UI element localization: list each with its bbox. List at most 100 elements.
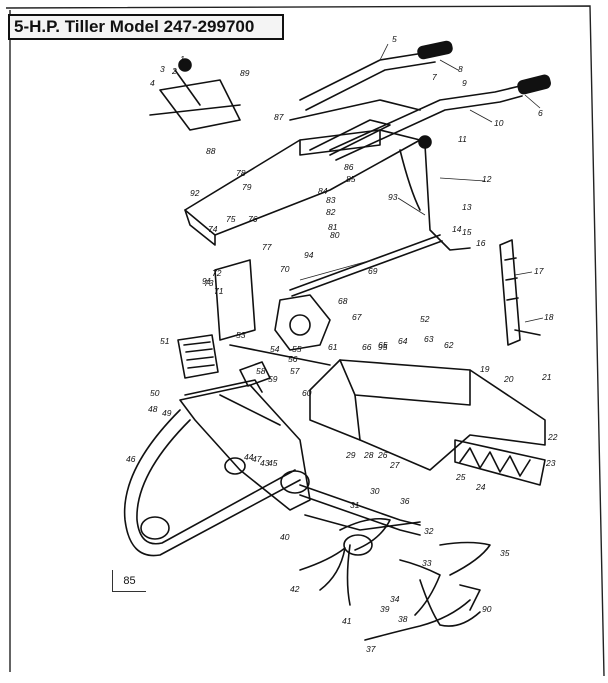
part-callout-85: 85 bbox=[346, 174, 356, 184]
mounting-bracket bbox=[214, 259, 331, 366]
part-callout-29: 29 bbox=[345, 450, 356, 460]
part-callout-25: 25 bbox=[455, 472, 466, 482]
part-callout-83: 83 bbox=[326, 195, 336, 205]
part-callout-61: 61 bbox=[328, 342, 338, 352]
part-callout-30: 30 bbox=[370, 486, 380, 496]
part-callout-57: 57 bbox=[290, 366, 300, 376]
part-callout-39: 39 bbox=[380, 604, 390, 614]
part-callout-2: 2 bbox=[171, 66, 177, 76]
part-callout-35: 35 bbox=[500, 548, 510, 558]
tine-assembly bbox=[299, 517, 491, 641]
part-callout-76: 76 bbox=[248, 214, 258, 224]
part-callout-16: 16 bbox=[476, 238, 486, 248]
part-callout-37: 37 bbox=[366, 644, 376, 654]
part-callout-73: 73 bbox=[204, 278, 214, 288]
tine-shield bbox=[309, 359, 546, 486]
part-callout-43: 43 bbox=[260, 458, 270, 468]
part-callout-71: 71 bbox=[214, 286, 224, 296]
tine-axle bbox=[299, 484, 421, 536]
part-callout-91: 91 bbox=[202, 276, 212, 286]
part-callout-67: 67 bbox=[352, 312, 362, 322]
part-callout-65: 65 bbox=[378, 340, 388, 350]
part-callout-86: 86 bbox=[344, 162, 354, 172]
clutch-pad bbox=[177, 334, 219, 379]
diagram-title: 5-H.P. Tiller Model 247-299700 bbox=[8, 14, 284, 40]
part-callout-6: 6 bbox=[538, 108, 543, 118]
part-callout-46: 46 bbox=[126, 454, 136, 464]
part-callout-28: 28 bbox=[363, 450, 374, 460]
part-callout-54: 54 bbox=[270, 344, 280, 354]
part-callout-79: 79 bbox=[242, 182, 252, 192]
part-callout-82: 82 bbox=[326, 207, 336, 217]
part-callout-7: 7 bbox=[432, 72, 437, 82]
part-callout-52: 52 bbox=[420, 314, 430, 324]
part-callout-41: 41 bbox=[342, 616, 352, 626]
center-boss bbox=[219, 361, 281, 426]
part-callout-18: 18 bbox=[544, 312, 554, 322]
part-callout-95: 95 bbox=[378, 342, 388, 352]
part-callout-81: 81 bbox=[328, 222, 338, 232]
leader-lines bbox=[299, 43, 544, 323]
part-callout-74: 74 bbox=[208, 224, 218, 234]
part-callout-70: 70 bbox=[280, 264, 290, 274]
part-callout-88: 88 bbox=[206, 146, 216, 156]
part-callout-27: 27 bbox=[389, 460, 400, 470]
part-callout-20: 20 bbox=[503, 374, 514, 384]
part-callout-66: 66 bbox=[362, 342, 372, 352]
part-callout-34: 34 bbox=[390, 594, 400, 604]
part-callout-4: 4 bbox=[150, 78, 155, 88]
part-callout-14: 14 bbox=[452, 224, 462, 234]
part-callout-40: 40 bbox=[280, 532, 290, 542]
part-callout-53: 53 bbox=[236, 330, 246, 340]
part-callout-11: 11 bbox=[458, 134, 467, 144]
part-callout-13: 13 bbox=[462, 202, 472, 212]
part-callout-9: 9 bbox=[462, 78, 467, 88]
part-callout-80: 80 bbox=[330, 230, 340, 240]
part-callout-8: 8 bbox=[458, 64, 463, 74]
part-callout-38: 38 bbox=[398, 614, 408, 624]
part-callout-15: 15 bbox=[462, 227, 472, 237]
part-callout-69: 69 bbox=[368, 266, 378, 276]
part-callout-22: 22 bbox=[547, 432, 558, 442]
part-callout-59: 59 bbox=[268, 374, 278, 384]
part-callout-1: 1 bbox=[180, 54, 185, 64]
control-rod bbox=[289, 135, 471, 297]
part-callout-62: 62 bbox=[444, 340, 454, 350]
part-callout-72: 72 bbox=[212, 268, 222, 278]
part-callout-31: 31 bbox=[350, 500, 360, 510]
part-callout-90: 90 bbox=[482, 604, 492, 614]
guard-bar bbox=[499, 239, 541, 346]
part-callout-5: 5 bbox=[392, 34, 397, 44]
part-callout-93: 93 bbox=[388, 192, 398, 202]
part-callout-78: 78 bbox=[236, 168, 246, 178]
part-callout-33: 33 bbox=[422, 558, 432, 568]
part-callout-77: 77 bbox=[262, 242, 272, 252]
part-callout-51: 51 bbox=[160, 336, 170, 346]
part-callout-75: 75 bbox=[226, 214, 236, 224]
part-callout-24: 24 bbox=[475, 482, 486, 492]
upper-left-arm bbox=[149, 58, 241, 131]
part-callout-58: 58 bbox=[256, 366, 266, 376]
part-callout-48: 48 bbox=[148, 404, 158, 414]
part-callout-56: 56 bbox=[288, 354, 298, 364]
part-callout-60: 60 bbox=[302, 388, 312, 398]
part-callout-94: 94 bbox=[304, 250, 314, 260]
part-callout-45: 45 bbox=[268, 458, 278, 468]
part-callout-26: 26 bbox=[377, 450, 388, 460]
drive-belt bbox=[123, 409, 310, 557]
part-callout-89: 89 bbox=[240, 68, 250, 78]
part-callout-12: 12 bbox=[482, 174, 492, 184]
part-callout-23: 23 bbox=[545, 458, 556, 468]
part-callout-55: 55 bbox=[292, 344, 302, 354]
part-callout-47: 47 bbox=[252, 454, 262, 464]
part-callout-92: 92 bbox=[190, 188, 200, 198]
part-callout-44: 44 bbox=[244, 452, 254, 462]
handlebar-assembly bbox=[289, 40, 551, 161]
part-callout-3: 3 bbox=[160, 64, 165, 74]
part-callout-32: 32 bbox=[424, 526, 434, 536]
part-callout-87: 87 bbox=[274, 112, 284, 122]
part-callout-84: 84 bbox=[318, 186, 328, 196]
page-number: 85 bbox=[112, 570, 146, 592]
